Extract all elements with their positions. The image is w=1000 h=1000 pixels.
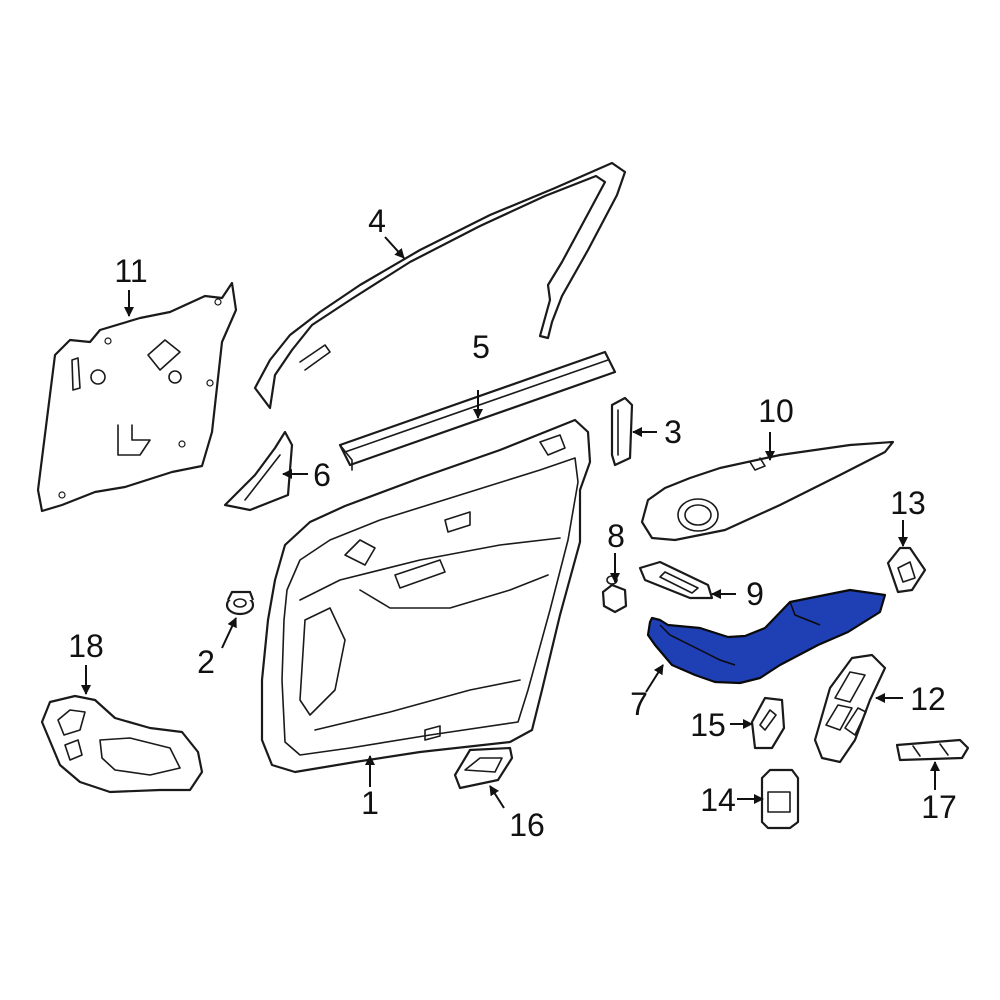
callout-9: 9 <box>746 576 764 612</box>
callout-1: 1 <box>361 785 379 821</box>
callout-6: 6 <box>313 457 331 493</box>
leader-lines <box>81 236 940 809</box>
part-15-switch[interactable] <box>750 696 786 750</box>
callout-4: 4 <box>368 203 386 239</box>
callout-17: 17 <box>921 789 957 825</box>
part-18-seat-switch[interactable] <box>40 694 204 794</box>
callout-labels: 1 2 3 4 5 6 7 8 9 10 11 12 13 14 15 16 1… <box>68 203 957 843</box>
callout-2: 2 <box>197 644 215 680</box>
part-6-sail-trim[interactable] <box>223 430 294 512</box>
part-10-upper-trim[interactable] <box>640 440 895 542</box>
callout-14: 14 <box>700 782 736 818</box>
part-17-switch[interactable] <box>895 738 970 762</box>
callout-12: 12 <box>910 681 946 717</box>
part-11-water-shield[interactable] <box>36 281 238 513</box>
part-2-clip[interactable] <box>225 590 255 616</box>
part-3-trim-insert[interactable] <box>610 396 634 467</box>
part-12-window-switch-panel[interactable] <box>813 653 887 764</box>
callout-13: 13 <box>890 485 926 521</box>
part-1-door-panel[interactable] <box>260 418 592 774</box>
part-9-bezel[interactable] <box>638 560 714 600</box>
callout-11: 11 <box>114 253 147 289</box>
callout-5: 5 <box>472 329 490 365</box>
callout-15: 15 <box>690 707 726 743</box>
callout-18: 18 <box>68 628 104 664</box>
callout-7: 7 <box>630 686 648 722</box>
callout-16: 16 <box>509 807 545 843</box>
part-14-switch[interactable] <box>760 768 800 830</box>
part-16-handle-bezel[interactable] <box>453 746 514 790</box>
part-13-switch[interactable] <box>886 546 927 594</box>
part-7-armrest[interactable] <box>646 588 887 685</box>
callout-3: 3 <box>664 414 682 450</box>
callout-10: 10 <box>758 393 794 429</box>
callout-8: 8 <box>607 518 625 554</box>
part-4-window-frame[interactable] <box>253 161 627 410</box>
